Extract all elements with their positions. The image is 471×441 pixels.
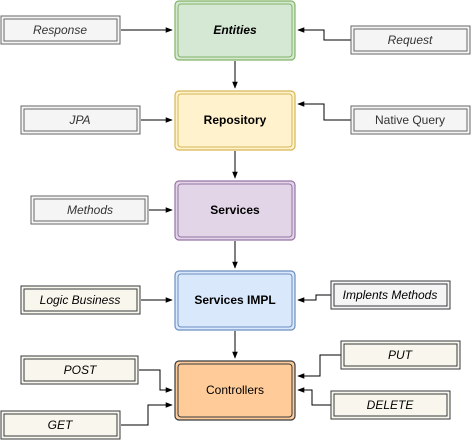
- node-methods-label: Methods: [67, 203, 113, 217]
- node-services-label: Services: [210, 203, 260, 217]
- node-repository: Repository: [174, 90, 296, 151]
- node-services-impl: Services IMPL: [174, 270, 296, 331]
- node-request-inner: [353, 28, 468, 52]
- node-put-inner: [343, 343, 458, 367]
- node-entities-inner: [177, 3, 293, 58]
- node-controllers: Controllers: [174, 360, 296, 421]
- node-jpa-label: JPA: [68, 113, 90, 127]
- node-implements-methods-label: Implents Methods: [343, 288, 438, 302]
- node-get: GET: [0, 410, 121, 440]
- node-jpa: JPA: [20, 105, 141, 135]
- node-methods-inner: [33, 198, 146, 222]
- node-put-label: PUT: [388, 348, 414, 362]
- node-controllers-inner: [177, 363, 293, 418]
- node-logic-business-label: Logic Business: [40, 293, 121, 307]
- edge-put-controllers: [297, 354, 341, 379]
- edge-delete-controllers: [297, 387, 331, 406]
- node-implements-methods: Implents Methods: [330, 280, 451, 310]
- node-repository-label: Repository: [204, 113, 267, 127]
- node-post-inner: [23, 358, 136, 382]
- node-services-impl-label: Services IMPL: [194, 293, 275, 307]
- node-services-inner: [177, 183, 293, 238]
- edges: [121, 27, 351, 426]
- node-entities-label: Entities: [213, 23, 257, 37]
- node-get-label: GET: [48, 418, 74, 432]
- edge-get-controllers: [121, 402, 173, 426]
- node-post-label: POST: [64, 363, 98, 377]
- node-put: PUT: [340, 340, 461, 370]
- edge-implementsmethods-servicesimpl: [297, 294, 331, 303]
- node-post: POST: [20, 355, 139, 385]
- node-methods: Methods: [30, 195, 149, 225]
- node-services: Services: [174, 180, 296, 241]
- node-delete: DELETE: [330, 390, 451, 420]
- node-request: Request: [350, 25, 471, 55]
- node-services-impl-inner: [177, 273, 293, 328]
- edge-post-controllers: [139, 369, 173, 393]
- node-entities: Entities: [174, 0, 296, 61]
- node-controllers-label: Controllers: [206, 383, 264, 397]
- node-response: Response: [0, 15, 121, 45]
- node-logic-business: Logic Business: [20, 285, 141, 315]
- node-implements-methods-inner: [333, 283, 448, 307]
- node-get-inner: [3, 413, 118, 437]
- node-native-query-label: Native Query: [375, 113, 445, 127]
- node-request-label: Request: [388, 33, 433, 47]
- node-native-query: Native Query: [350, 105, 471, 135]
- node-response-label: Response: [33, 23, 87, 37]
- node-response-inner: [3, 18, 118, 42]
- node-delete-inner: [333, 393, 448, 417]
- edge-nativequery-repository: [297, 101, 351, 121]
- node-logic-business-inner: [23, 288, 138, 312]
- node-delete-label: DELETE: [367, 398, 415, 412]
- edge-request-entities: [297, 27, 351, 41]
- node-native-query-inner: [353, 108, 468, 132]
- node-jpa-inner: [23, 108, 138, 132]
- node-repository-inner: [177, 93, 293, 148]
